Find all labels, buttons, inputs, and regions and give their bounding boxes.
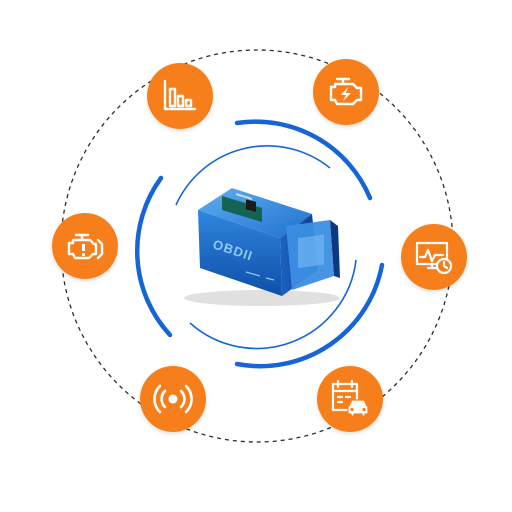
thin-arc-top <box>175 145 331 206</box>
engine-lightning-icon <box>313 59 379 125</box>
feature-engine <box>313 59 379 125</box>
blue-arc-bottom-right <box>234 262 385 369</box>
blue-arc-left <box>135 175 173 338</box>
check-engine-icon <box>52 213 118 279</box>
feature-check-engine <box>52 213 118 279</box>
feature-stats <box>147 63 213 129</box>
bar-chart-icon <box>147 63 213 129</box>
monitor-clock-icon <box>401 224 467 290</box>
calendar-car-icon <box>317 366 383 432</box>
feature-service-schedule <box>317 366 383 432</box>
feature-monitor <box>401 224 467 290</box>
blue-arc-top <box>234 119 373 201</box>
wireless-signal-icon <box>140 366 206 432</box>
feature-wireless <box>140 366 206 432</box>
thin-arc-bottom <box>189 259 357 350</box>
